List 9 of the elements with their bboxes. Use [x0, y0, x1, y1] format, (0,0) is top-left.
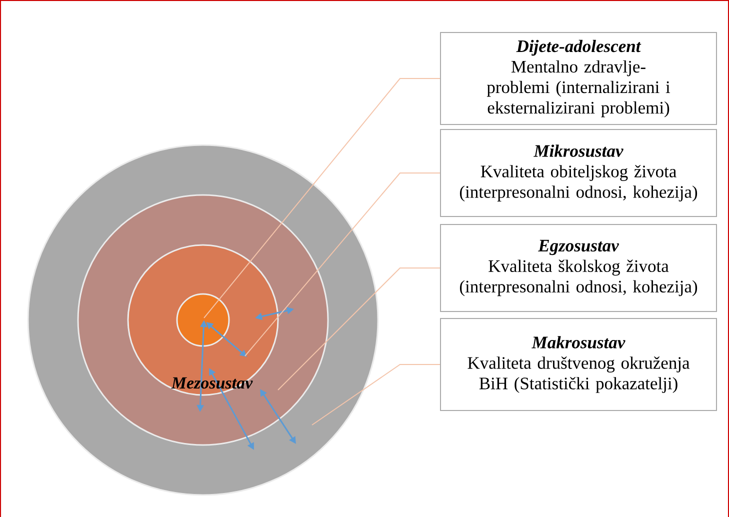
text-box: Dijete-adolescent Mentalno zdravlje-problemi (internalizirani i eksternalizirani problemi) — [440, 32, 717, 125]
text-box: Egzosustav Kvaliteta školskog života (interpresonalni odnosi, kohezija) — [440, 224, 717, 312]
leader-line — [278, 268, 440, 390]
leader-line — [204, 78, 440, 318]
text-box: Mikrosustav Kvaliteta obiteljskog života (interpresonalni odnosi, kohezija) — [440, 129, 717, 217]
text-box: Makrosustav Kvaliteta društvenog okruženja BiH (Statistički pokazatelji) — [440, 318, 717, 411]
leader-line — [244, 172, 440, 356]
core-circle — [176, 293, 230, 347]
leader-line — [312, 364, 440, 426]
